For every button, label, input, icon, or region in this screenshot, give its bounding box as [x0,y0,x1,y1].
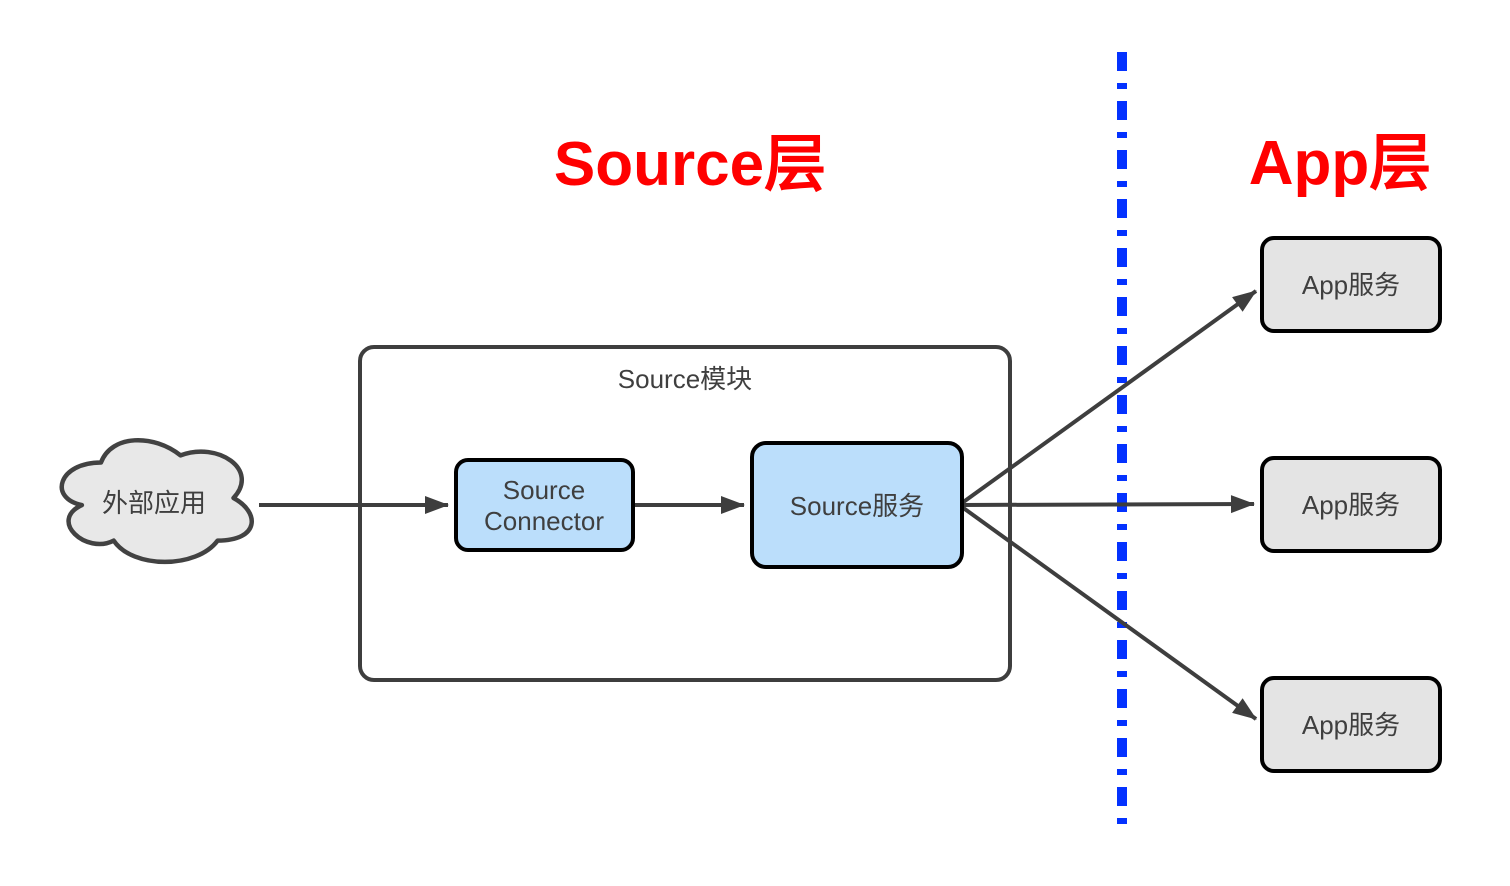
edge-service-to-app3 [960,505,1258,721]
edge-service-to-app2 [961,495,1255,514]
source-connector-label-line1: Source [503,475,585,505]
source-module-container [358,345,1012,682]
app-service-node-3 [1260,676,1442,773]
source-service-label: Source服务 [790,491,924,521]
edge-service-to-app1 [960,289,1258,505]
external-app-label: 外部应用 [102,488,206,518]
app-service-node-1 [1260,236,1442,333]
source-module-label: Source模块 [618,364,752,394]
external-app-cloud [59,437,254,565]
source-layer-title: Source层 [554,130,826,199]
app-service-label-1: App服务 [1302,270,1400,300]
app-service-label-2: App服务 [1302,490,1400,520]
source-connector-node [454,458,635,552]
app-service-node-2 [1260,456,1442,553]
source-connector-label-line2: Connector [484,506,604,536]
app-layer-title: App层 [1249,129,1432,198]
app-service-label-3: App服务 [1302,710,1400,740]
source-service-node [750,441,964,569]
